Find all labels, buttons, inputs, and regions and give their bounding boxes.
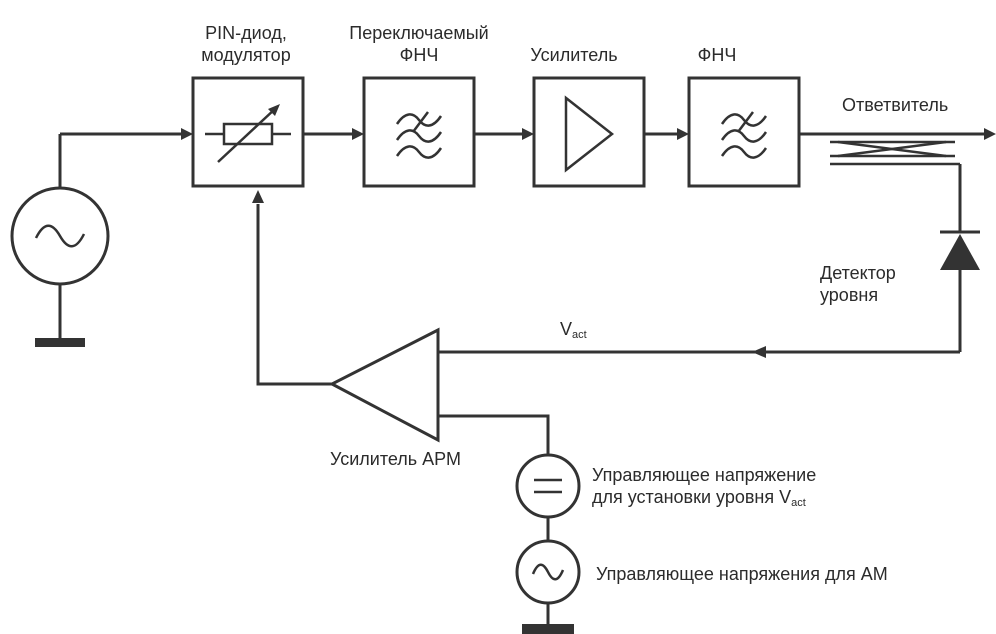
pin-modulator-label-line2: модулятор (201, 45, 291, 65)
detector-label-line1: Детектор (820, 263, 896, 283)
pin-modulator-block (191, 76, 305, 188)
control-am-label: Управляющее напряжения для АМ (596, 564, 888, 584)
switchable-lpf-block (362, 76, 476, 188)
control-dc-label: Управляющее напряжение для установки уро… (592, 464, 816, 514)
vact-label-main: V (560, 319, 573, 339)
reference-wire (438, 414, 550, 454)
arrow (752, 346, 766, 358)
ground-symbol (35, 338, 85, 347)
coupler-label: Ответвитель (842, 95, 949, 115)
control-dc-label-line1: Управляющее напряжение (592, 465, 817, 485)
control-dc-label-line2-sub: act (791, 497, 806, 509)
alc-amplifier-label: Усилитель АРМ (330, 449, 461, 469)
detector-label: Детектор уровня (820, 262, 896, 306)
lpf-label: ФНЧ (697, 45, 737, 65)
amplifier-block (532, 76, 646, 188)
rf-source (10, 134, 110, 347)
control-dc-label-line2: для установки уровня Vact (592, 486, 816, 514)
lpf-block (687, 76, 801, 188)
arrow (522, 128, 534, 140)
switchable-lpf-label: Переключаемый ФНЧ (349, 22, 488, 66)
arrow (677, 128, 689, 140)
ground-symbol (522, 624, 574, 634)
level-detector-diode (940, 164, 980, 352)
detector-label-line2: уровня (820, 285, 879, 305)
vact-label-sub: act (572, 329, 587, 341)
switchable-lpf-label-line1: Переключаемый (349, 23, 489, 43)
pin-modulator-label: PIN-диод, модулятор (201, 22, 290, 66)
amplifier-label: Усилитель (530, 45, 618, 65)
vact-label: Vact (560, 318, 587, 346)
alc-feedback-wire (256, 204, 332, 386)
alc-amplifier (328, 327, 440, 443)
am-control-source (515, 539, 581, 605)
arrow (252, 190, 264, 203)
arrow (181, 128, 193, 140)
pin-modulator-label-line1: PIN-диод, (205, 23, 287, 43)
control-dc-label-line2-text: для установки уровня V (592, 487, 792, 507)
dc-control-source (515, 453, 581, 519)
directional-coupler (799, 128, 996, 166)
switchable-lpf-label-line2: ФНЧ (399, 45, 439, 65)
arrow (352, 128, 364, 140)
